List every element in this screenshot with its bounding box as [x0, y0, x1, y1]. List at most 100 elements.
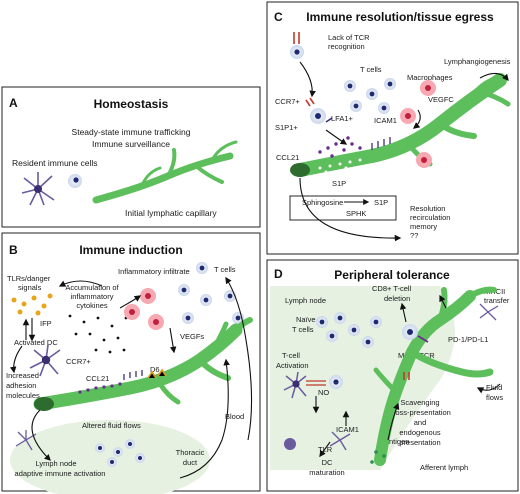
- increased-label: Increased: [6, 371, 39, 380]
- vessel-lumen-icon: [34, 397, 54, 411]
- antigen-icon: [370, 450, 386, 464]
- d-naive-t-cells-icon: [316, 312, 382, 348]
- ifp-label: IFP: [40, 319, 52, 328]
- lymph-node-region: [10, 420, 210, 494]
- panel-b-title: Immune induction: [79, 243, 182, 257]
- c-ccl21-dots-icon: [318, 136, 362, 158]
- signals-label: signals: [18, 283, 42, 292]
- macrophage-icon: [124, 288, 164, 330]
- tcr-icon: [293, 32, 300, 44]
- inflammatory-label: inflammatory: [71, 292, 114, 301]
- s1p1-label: S1P1+: [275, 123, 298, 132]
- lymphatic-capillary-icon: [92, 140, 238, 204]
- panel-d: D Peripheral tolerance Lymph node CD8+ T…: [266, 259, 519, 492]
- and-label: and: [414, 418, 427, 427]
- resident-immune-cells-label: Resident immune cells: [12, 158, 98, 168]
- panel-c-arrows: [299, 61, 509, 242]
- c-macrophage-icon: [400, 80, 436, 168]
- activated-dc-icon: [29, 344, 61, 377]
- dc-label: DC: [322, 458, 333, 467]
- panel-d-title: Peripheral tolerance: [334, 268, 450, 282]
- transfer-label: transfer: [484, 296, 510, 305]
- b-t-cells-label: T cells: [214, 265, 236, 274]
- activation-label: Activation: [276, 361, 309, 370]
- recognition-label: recognition: [328, 42, 365, 51]
- lfa1-label: LFA1+: [331, 114, 354, 123]
- blood-label: Blood: [225, 412, 244, 421]
- macrophages-label: Macrophages: [407, 73, 453, 82]
- sphingosine-label: Sphingosine: [302, 198, 343, 207]
- cytokines-icon: [68, 314, 128, 354]
- panel-a-line-2: Immune surveillance: [92, 139, 170, 149]
- adaptive-activation-label: adaptive immune activation: [15, 469, 106, 478]
- c-naive-t-cell-nucleus: [294, 49, 300, 55]
- duct-label: duct: [183, 458, 198, 467]
- ccl21-dots-icon: [78, 382, 122, 394]
- panel-d-arrows: [312, 294, 501, 458]
- initial-lymphatic-capillary-label: Initial lymphatic capillary: [125, 208, 217, 218]
- inflammatory-infiltrate-label: Inflammatory infiltrate: [118, 267, 190, 276]
- presentation-label: presentation: [399, 438, 440, 447]
- no-label: NO: [318, 388, 329, 397]
- resolution-label: Resolution: [410, 204, 445, 213]
- pd1-label: PD-1/PD-L1: [448, 335, 488, 344]
- maturation-label: maturation: [309, 468, 344, 477]
- migrating-t-cell-icon: [305, 97, 333, 124]
- d-lymphatic-vessel-icon: [373, 286, 497, 466]
- tlrs-danger-label: TLRs/danger: [7, 274, 51, 283]
- s1p-product-label: S1P: [374, 198, 388, 207]
- endogenous-label: endogenous: [399, 428, 441, 437]
- naive-label: Naïve: [296, 315, 316, 324]
- adhesion-molecule-icon: [123, 370, 143, 380]
- c-t-cells-icon: [344, 78, 396, 114]
- accumulation-label: Accumulation of: [65, 283, 119, 292]
- antigen-label: Antigen: [384, 437, 409, 446]
- dc-maturation-icon: [284, 431, 351, 451]
- deletion-label: deletion: [384, 294, 410, 303]
- d-activated-dc-icon: [283, 371, 307, 399]
- sphk-label: SPHK: [346, 209, 366, 218]
- panel-a: A Homeostasis Steady-state immune traffi…: [1, 86, 261, 228]
- panel-b-arrows: [9, 276, 253, 479]
- d-activated-t-cell-icon: [306, 375, 343, 389]
- c-ccr7-label: CCR7+: [275, 97, 300, 106]
- lymph-node-cells-icon: [95, 439, 145, 467]
- thoracic-label: Thoracic: [176, 448, 205, 457]
- lymph-node-dc-icon: [15, 430, 37, 451]
- s1p-dots-icon: [318, 158, 362, 174]
- panel-c: C Immune resolution/tissue egress Lack o…: [266, 1, 519, 255]
- memory-label: memory: [410, 222, 437, 231]
- panel-c-letter: C: [274, 10, 283, 24]
- panel-a-letter: A: [9, 96, 18, 110]
- vegfs-label: VEGFs: [180, 332, 204, 341]
- panel-d-letter: D: [274, 267, 283, 281]
- mhci-tcr-receptor-icon: [403, 372, 410, 380]
- c-t-cells-label: T cells: [360, 65, 382, 74]
- flows-label: flows: [486, 393, 503, 402]
- panel-a-title: Homeostasis: [94, 97, 169, 111]
- lymphangiogenesis-label: Lymphangiogenesis: [444, 57, 511, 66]
- t-cell-icon: [68, 174, 82, 188]
- scavenging-label: Scavenging: [400, 398, 439, 407]
- afferent-lymph-label: Afferent lymph: [420, 463, 468, 472]
- danger-signals-icon: [11, 293, 53, 316]
- panel-a-line-1: Steady-state immune trafficking: [72, 127, 191, 137]
- panel-c-title: Immune resolution/tissue egress: [306, 10, 494, 24]
- d-t-cells-label: T cells: [292, 325, 314, 334]
- mhcii-transfer-icon: [479, 303, 499, 321]
- altered-fluid-flows-label: Altered fluid flows: [82, 421, 141, 430]
- molecules-label: molecules: [6, 391, 40, 400]
- d-lymph-node-label: Lymph node: [285, 296, 326, 305]
- adhesion-label: adhesion: [6, 381, 36, 390]
- panel-c-frame: [266, 1, 519, 255]
- ccr7-label: CCR7+: [66, 357, 91, 366]
- question-label: ??: [410, 231, 418, 240]
- t-cell-label: T-cell: [282, 351, 300, 360]
- vegfc-label: VEGFC: [428, 95, 454, 104]
- tlr-label: TLR: [318, 445, 333, 454]
- c-vessel-lumen-icon: [290, 163, 310, 177]
- c-ccl21-label: CCL21: [276, 153, 299, 162]
- d6-label: D6: [150, 365, 160, 374]
- cd8-label: CD8+ T-cell: [372, 284, 412, 293]
